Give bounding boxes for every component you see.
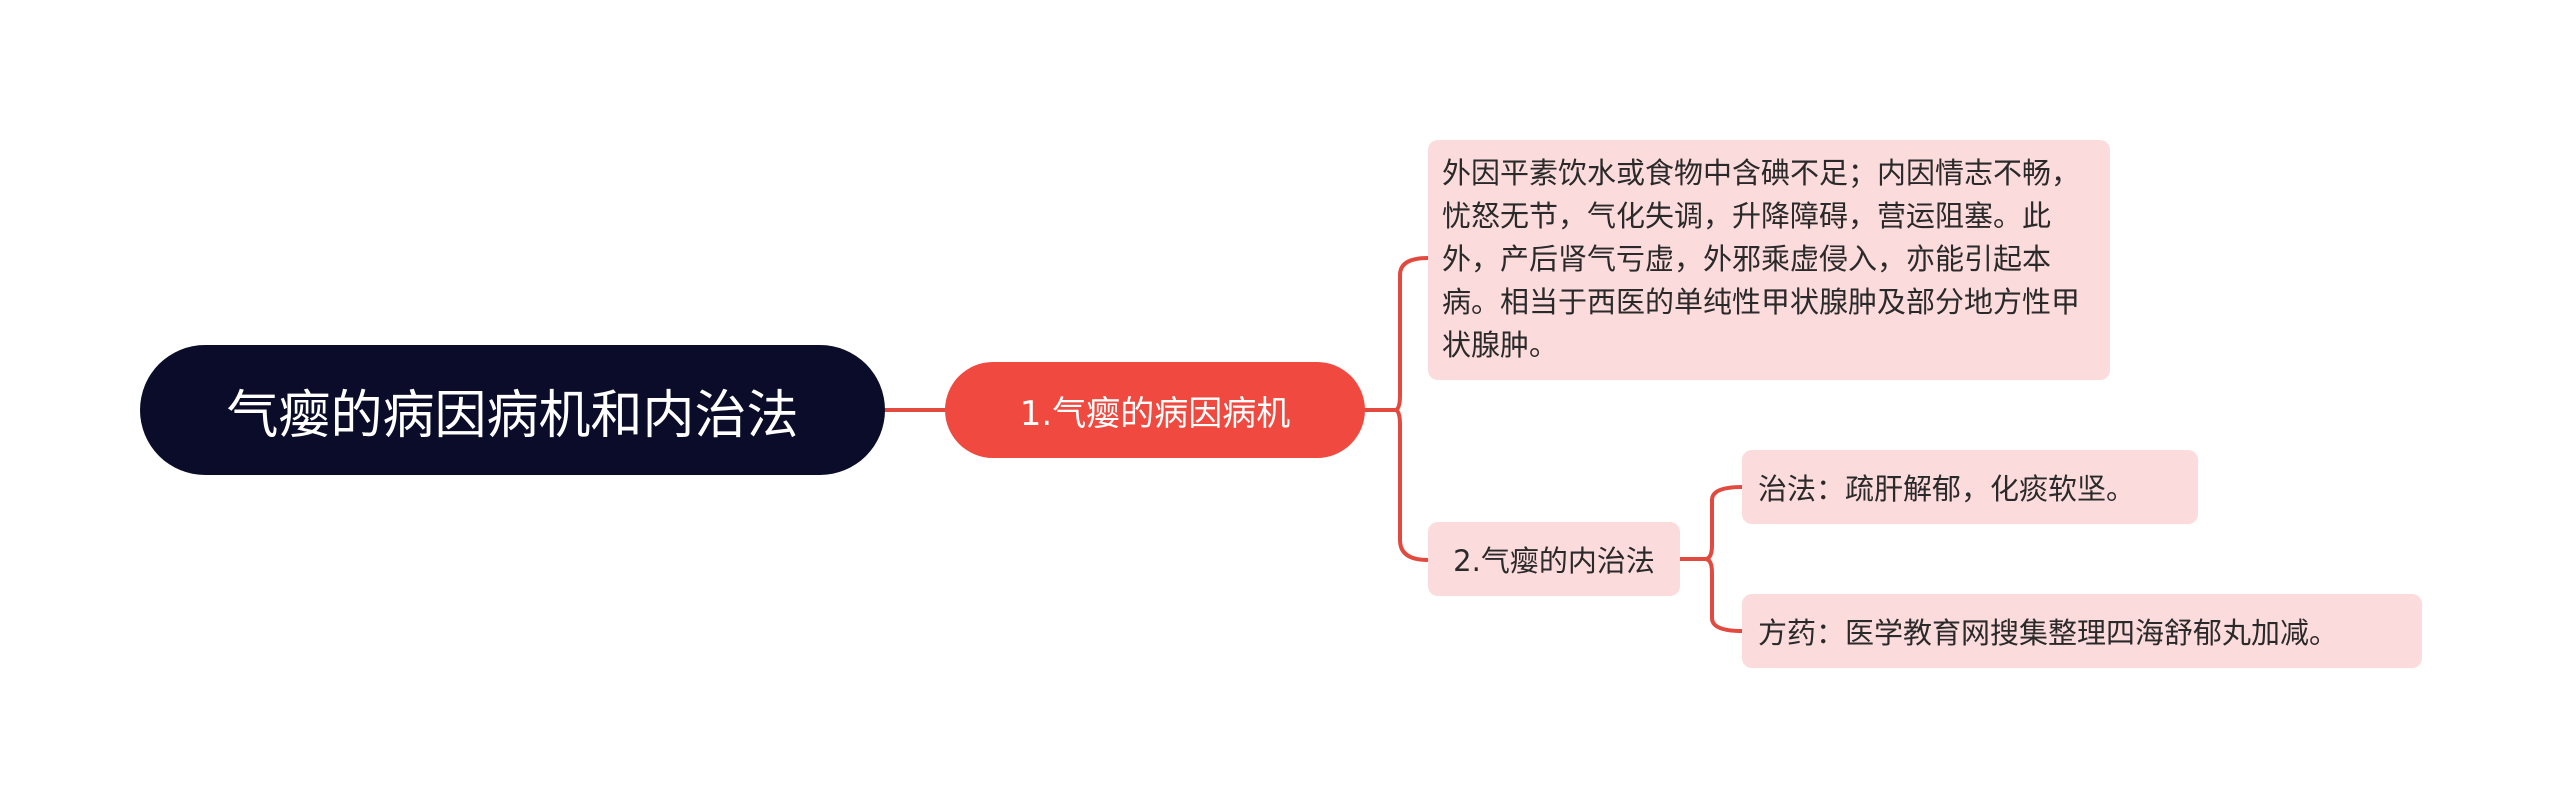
root-topic-label: 气瘿的病因病机和内治法 (226, 385, 799, 446)
root-topic[interactable]: 气瘿的病因病机和内治法 (140, 345, 885, 475)
branch-etiology-label: 1.气瘿的病因病机 (1019, 393, 1291, 434)
branch-internal-treatment[interactable]: 2.气瘿的内治法 (1428, 522, 1680, 596)
connector-branch1-to-branch2 (1393, 408, 1430, 562)
prescription-node[interactable]: 方药：医学教育网搜集整理四海舒郁丸加减。 (1742, 594, 2422, 668)
branch-internal-treatment-label: 2.气瘿的内治法 (1453, 544, 1655, 578)
connector-branch2-to-method (1678, 485, 1744, 561)
treatment-method-node[interactable]: 治法：疏肝解郁，化痰软坚。 (1742, 450, 2198, 524)
branch-etiology[interactable]: 1.气瘿的病因病机 (945, 362, 1365, 458)
treatment-method-text: 治法：疏肝解郁，化痰软坚。 (1758, 472, 2136, 506)
etiology-detail-text: 外因平素饮水或食物中含碘不足；内因情志不畅，忧怒无节，气化失调，升降障碍，营运阻… (1442, 156, 2081, 362)
etiology-detail-node[interactable]: 外因平素饮水或食物中含碘不足；内因情志不畅，忧怒无节，气化失调，升降障碍，营运阻… (1428, 140, 2110, 380)
prescription-text: 方药：医学教育网搜集整理四海舒郁丸加减。 (1758, 616, 2339, 650)
connector-branch1-to-causes (1363, 256, 1430, 412)
connector-branch2-to-recipe (1703, 557, 1744, 633)
